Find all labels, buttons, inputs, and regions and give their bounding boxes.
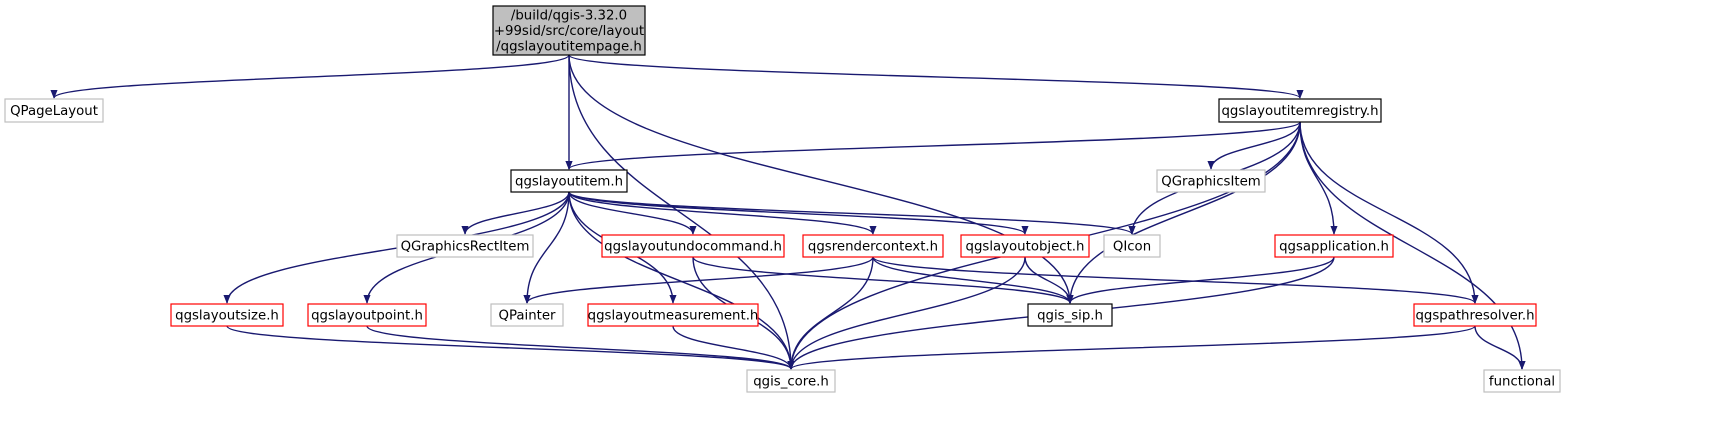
- node-measurement[interactable]: qgslayoutmeasurement.h: [587, 303, 759, 327]
- node-application-box: [1274, 234, 1394, 258]
- node-sip-box: [1027, 303, 1113, 327]
- node-application-label: qgsapplication.h: [1279, 240, 1389, 255]
- node-core-box: [746, 369, 836, 393]
- node-qgraphicsitem-box: [1156, 169, 1266, 193]
- edge-rendercontext-to-sip: [872, 256, 1074, 304]
- node-pathresolver-box: [1413, 303, 1537, 327]
- node-qpainter: QPainter: [490, 303, 564, 327]
- node-undocommand-label: qgslayoutundocommand.h: [604, 240, 782, 255]
- node-core-label: qgis_core.h: [753, 375, 829, 390]
- nodes-layer: /build/qgis-3.32.0+99sid/src/core/layout…: [4, 5, 1561, 393]
- node-object-box: [960, 234, 1090, 258]
- node-qgraphicsrectitem-box: [396, 234, 534, 258]
- node-qgraphicsitem-label: QGraphicsItem: [1161, 175, 1260, 190]
- node-size-label: qgslayoutsize.h: [175, 309, 279, 324]
- node-item-box: [510, 169, 628, 193]
- node-qpainter-label: QPainter: [498, 309, 556, 324]
- edge-point-to-core: [366, 325, 795, 370]
- node-pathresolver[interactable]: qgspathresolver.h: [1413, 303, 1537, 327]
- node-sip-label: qgis_sip.h: [1037, 309, 1103, 324]
- node-functional-label: functional: [1489, 375, 1555, 390]
- node-size-box: [170, 303, 284, 327]
- node-qpainter-box: [490, 303, 564, 327]
- edge-application-to-sip: [1066, 256, 1335, 304]
- edge-root-to-qpagelayout: [50, 54, 570, 99]
- node-object-label: qgslayoutobject.h: [966, 240, 1085, 255]
- node-qicon-label: QIcon: [1113, 240, 1151, 255]
- node-point-box: [307, 303, 427, 327]
- node-qpagelayout-label: QPageLayout: [10, 104, 98, 119]
- edge-size-to-core: [226, 325, 795, 370]
- edge-registry-to-sip: [1066, 121, 1301, 304]
- node-measurement-label: qgslayoutmeasurement.h: [588, 309, 759, 324]
- edge-rendercontext-to-qpainter: [523, 256, 874, 304]
- edge-item-to-core: [568, 191, 795, 370]
- edge-root-to-registry: [568, 54, 1304, 99]
- edge-rendercontext-to-pathresolver: [872, 256, 1479, 304]
- node-core: qgis_core.h: [746, 369, 836, 393]
- edge-undocommand-to-sip: [692, 256, 1074, 304]
- node-point[interactable]: qgslayoutpoint.h: [307, 303, 427, 327]
- edge-registry-to-item: [565, 121, 1301, 170]
- node-measurement-box: [587, 303, 759, 327]
- node-rendercontext-box: [802, 234, 944, 258]
- node-root-box: [492, 5, 646, 56]
- edge-item-to-object: [568, 191, 1029, 235]
- node-size[interactable]: qgslayoutsize.h: [170, 303, 284, 327]
- node-point-label: qgslayoutpoint.h: [311, 309, 423, 324]
- node-functional-box: [1483, 369, 1561, 393]
- edge-object-to-core: [787, 256, 1026, 370]
- node-registry-box: [1218, 98, 1382, 123]
- node-registry[interactable]: qgslayoutitemregistry.h: [1218, 98, 1382, 123]
- node-rendercontext-label: qgsrendercontext.h: [808, 240, 938, 255]
- node-qgraphicsitem: QGraphicsItem: [1156, 169, 1266, 193]
- node-registry-label: qgslayoutitemregistry.h: [1221, 104, 1378, 119]
- edge-item-to-undocommand: [568, 191, 697, 235]
- edge-registry-to-pathresolver: [1299, 121, 1479, 304]
- edge-item-to-qicon: [568, 191, 1136, 235]
- node-qgraphicsrectitem: QGraphicsRectItem: [396, 234, 534, 258]
- node-object[interactable]: qgslayoutobject.h: [960, 234, 1090, 258]
- node-rendercontext[interactable]: qgsrendercontext.h: [802, 234, 944, 258]
- node-root-label: +99sid/src/core/layout: [494, 24, 644, 39]
- node-root-label: /qgslayoutitempage.h: [496, 40, 642, 55]
- edge-root-to-core: [568, 54, 795, 370]
- node-qpagelayout-box: [4, 98, 104, 123]
- node-root-label: /build/qgis-3.32.0: [511, 9, 627, 24]
- edge-item-to-rendercontext: [568, 191, 877, 235]
- node-undocommand[interactable]: qgslayoutundocommand.h: [601, 234, 785, 258]
- node-qgraphicsrectitem-label: QGraphicsRectItem: [401, 240, 530, 255]
- edge-item-to-qpainter: [523, 191, 570, 304]
- node-root[interactable]: /build/qgis-3.32.0+99sid/src/core/layout…: [492, 5, 646, 56]
- node-sip[interactable]: qgis_sip.h: [1027, 303, 1113, 327]
- edge-measurement-to-core: [672, 325, 795, 370]
- node-application[interactable]: qgsapplication.h: [1274, 234, 1394, 258]
- node-qicon-box: [1103, 234, 1161, 258]
- node-item-label: qgslayoutitem.h: [515, 175, 623, 190]
- edge-pathresolver-to-core: [787, 325, 1476, 370]
- node-qicon: QIcon: [1103, 234, 1161, 258]
- edge-item-to-qgraphicsrectitem: [461, 191, 570, 235]
- node-undocommand-box: [601, 234, 785, 258]
- node-qpagelayout: QPageLayout: [4, 98, 104, 123]
- edge-registry-to-qgraphicsitem: [1207, 121, 1301, 170]
- node-item[interactable]: qgslayoutitem.h: [510, 169, 628, 193]
- node-pathresolver-label: qgspathresolver.h: [1415, 309, 1534, 324]
- node-functional: functional: [1483, 369, 1561, 393]
- edge-pathresolver-to-functional: [1474, 325, 1526, 370]
- edge-rendercontext-to-core: [787, 256, 874, 370]
